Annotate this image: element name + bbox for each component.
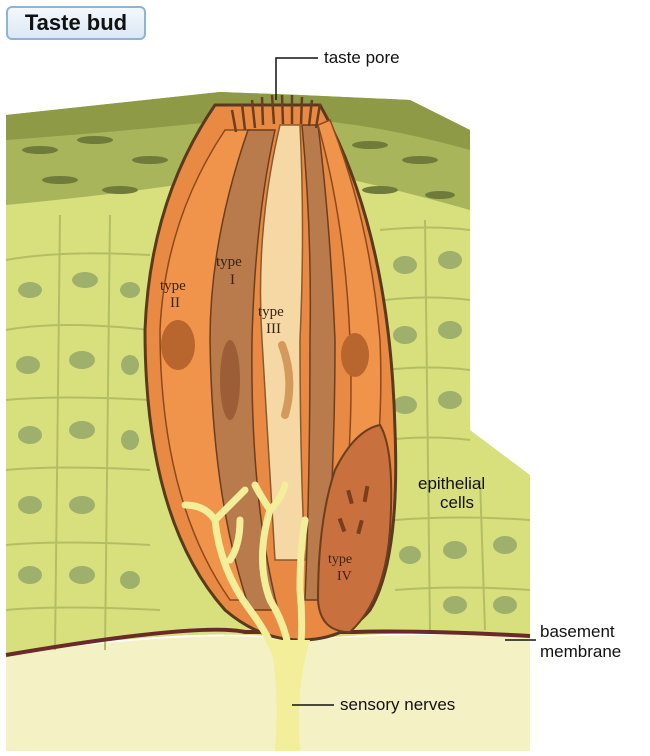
sensory-nerves-label: sensory nerves bbox=[340, 695, 455, 714]
taste-pore-label: taste pore bbox=[324, 48, 400, 67]
type-4-numeral: IV bbox=[337, 569, 352, 584]
type-2-numeral: II bbox=[170, 295, 180, 311]
type-4-word: type bbox=[328, 552, 352, 567]
type-2-word: type bbox=[160, 278, 186, 294]
type-1-numeral: I bbox=[230, 272, 235, 288]
lamina-region bbox=[6, 635, 530, 751]
type-1-nucleus bbox=[220, 340, 240, 420]
epithelial-label-line1: epithelial bbox=[418, 474, 485, 493]
basement-label-line1: basement bbox=[540, 622, 615, 641]
epithelial-label-line2: cells bbox=[440, 493, 474, 512]
basement-label-line2: membrane bbox=[540, 642, 621, 661]
right-type-2-nucleus bbox=[341, 333, 369, 377]
type-3-word: type bbox=[258, 304, 284, 320]
title-box: Taste bud bbox=[6, 6, 146, 40]
type-1-word: type bbox=[216, 254, 242, 270]
diagram-title: Taste bud bbox=[25, 10, 127, 36]
taste-pore-leader bbox=[276, 58, 318, 100]
type-2-nucleus bbox=[161, 320, 195, 370]
type-3-numeral: III bbox=[266, 321, 281, 337]
